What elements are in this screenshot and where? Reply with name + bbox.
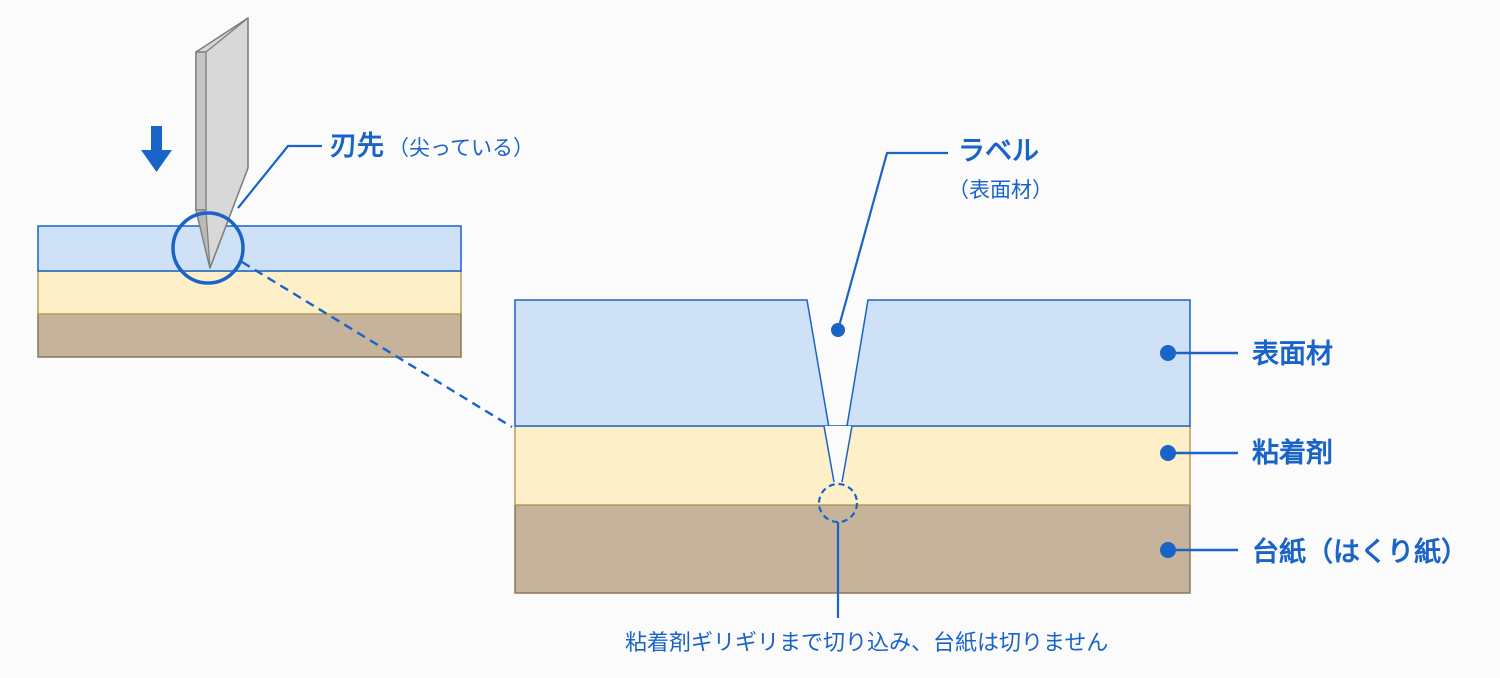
detail-material xyxy=(514,299,1191,594)
overview-material xyxy=(37,225,462,358)
layer-leaders xyxy=(1160,345,1238,558)
blade-tip-label: 刃先（尖っている） xyxy=(330,133,534,160)
detail-adhesive-layer xyxy=(514,425,1191,506)
layer-label-liner: 台紙（はくり紙） xyxy=(1252,537,1468,568)
blade-icon xyxy=(195,17,249,269)
detail-face-layer xyxy=(514,299,1191,481)
label-callout-title: ラベル xyxy=(958,136,1039,167)
blade-tip-leader xyxy=(237,144,322,209)
cut-groove xyxy=(824,426,852,482)
layer-label-face: 表面材 xyxy=(1252,339,1333,370)
layer-label-adhesive: 粘着剤 xyxy=(1252,438,1333,469)
down-arrow-icon xyxy=(141,126,172,172)
label-leader-dot xyxy=(831,323,845,337)
zoom-connector xyxy=(241,260,513,429)
label-callout-note: （表面材） xyxy=(948,178,1053,202)
caption: 粘着剤ギリギリまで切り込み、台紙は切りません xyxy=(625,631,1109,656)
detail-liner-layer xyxy=(514,504,1191,594)
magnifier-circle-icon xyxy=(171,211,245,285)
overview-liner-layer xyxy=(37,312,462,358)
overview-adhesive-layer xyxy=(37,270,462,315)
label-leader xyxy=(836,151,948,331)
cut-tip-circle xyxy=(817,482,859,524)
blade-tip-title: 刃先 xyxy=(330,131,384,162)
overview-face-layer xyxy=(37,225,462,272)
blade-tip-note: （尖っている） xyxy=(388,136,534,160)
